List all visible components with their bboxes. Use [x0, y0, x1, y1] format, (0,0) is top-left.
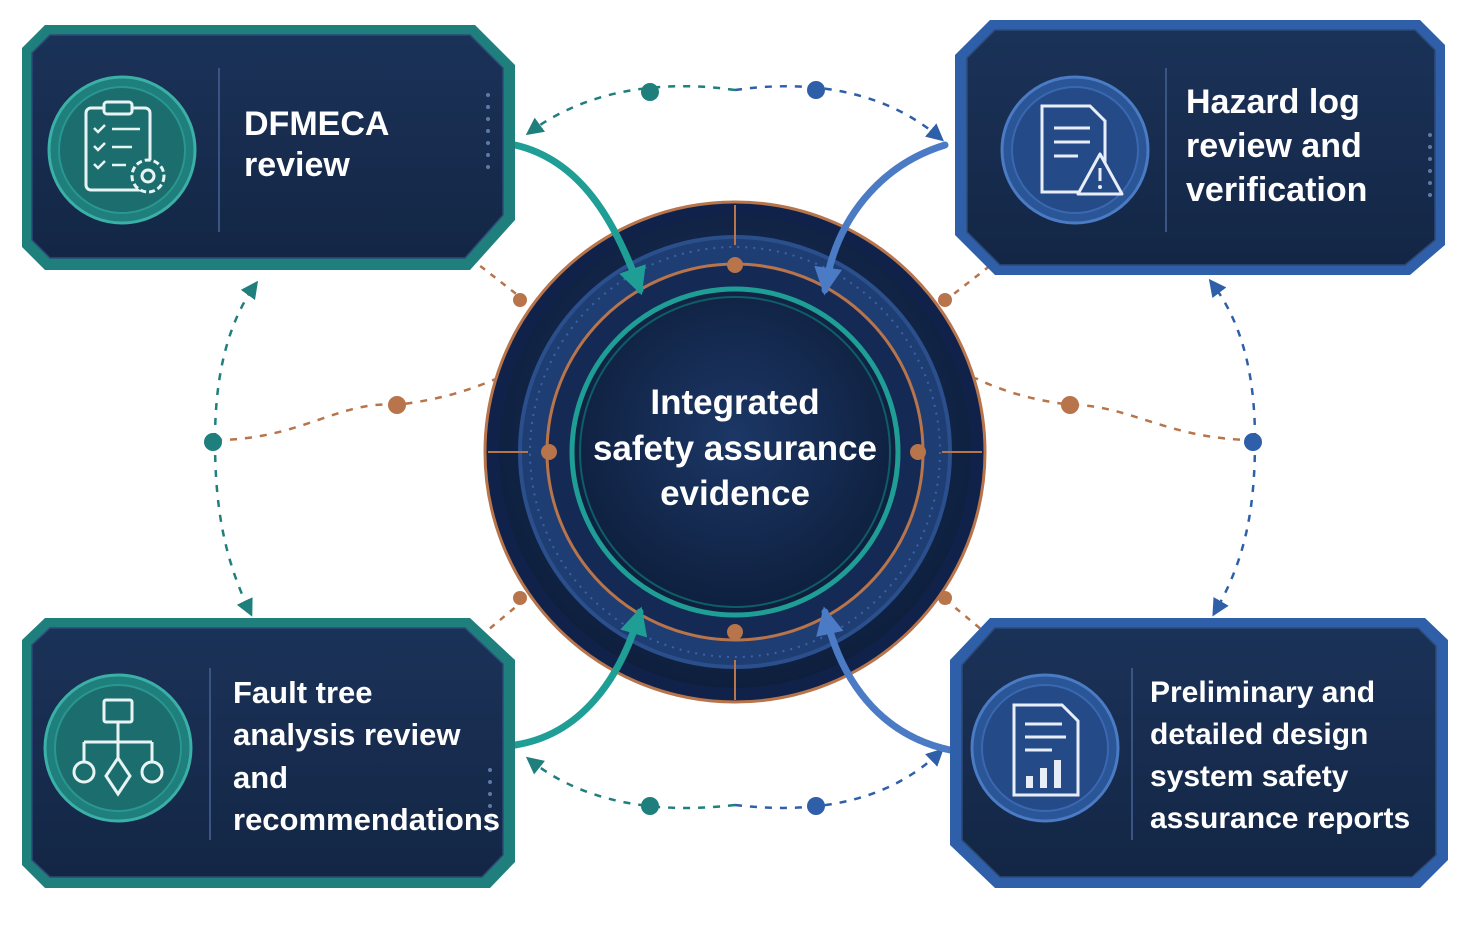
dot-strip [488, 768, 492, 832]
card-hazard-line-3: verification [1186, 171, 1368, 210]
hub-title-line-1: Integrated [650, 383, 820, 422]
fault-tree-icon [43, 673, 193, 823]
connector-bottom-left [525, 756, 736, 810]
connector-left-hub [214, 376, 499, 442]
card-dfmeca [22, 25, 515, 270]
central-hub [483, 200, 987, 704]
card-hazard-line-2: review and [1186, 127, 1362, 166]
card-fault-tree-line-3: and [233, 759, 289, 795]
dot-strip [486, 93, 490, 169]
card-design-reports-line-3: system safety [1150, 760, 1349, 793]
hub-title: Integrated safety assurance evidence [560, 380, 910, 517]
hub-title-line-2: safety assurance [592, 428, 878, 468]
connector-left-down [213, 439, 253, 617]
connector-right-up [1208, 278, 1257, 441]
card-fault-tree-line-2: analysis review [233, 717, 461, 753]
card-hazard-line-1: Hazard log [1186, 83, 1360, 121]
document-warning-icon [1000, 75, 1150, 225]
card-design-reports-title: Preliminary and detailed design system s… [1150, 672, 1410, 840]
connector-bottom-right [734, 748, 944, 810]
arrow-faulttree-to-hub [511, 606, 648, 749]
hub-title-line-3: evidence [660, 474, 810, 513]
card-fault-tree-line-4: recommendations [233, 802, 501, 838]
arrow-reports-to-hub [816, 606, 954, 754]
card-fault-tree [22, 618, 515, 888]
connector-right-hub [974, 376, 1256, 442]
clipboard-gear-icon [47, 75, 197, 225]
card-design-reports-line-2: detailed design [1150, 718, 1369, 751]
card-dfmeca-title: DFMECA review [244, 104, 389, 187]
connector-top-left [525, 84, 736, 136]
dot-strip [1428, 133, 1432, 197]
connector-top-right [734, 85, 944, 142]
card-hazard-title: Hazard log review and verification [1186, 80, 1367, 213]
connector-left-up [213, 280, 259, 441]
connector-right-down [1212, 439, 1257, 617]
card-fault-tree-line-1: Fault tree [233, 675, 373, 710]
card-design-reports-line-4: assurance reports [1150, 802, 1411, 835]
arrow-hazard-to-hub [814, 141, 949, 296]
arrow-dfmeca-to-hub [511, 141, 646, 296]
card-design-reports-line-1: Preliminary and [1150, 676, 1376, 709]
card-design-reports [950, 618, 1448, 888]
card-hazard [955, 20, 1445, 275]
card-dfmeca-line-2: review [244, 146, 350, 185]
dashed-connectors [213, 84, 1257, 810]
connector-nodes [204, 81, 1262, 815]
report-chart-icon [970, 673, 1120, 823]
hub-arrows [511, 141, 954, 754]
card-dfmeca-line-1: DFMECA [244, 105, 390, 143]
card-fault-tree-title: Fault tree analysis review and recommend… [233, 672, 500, 842]
